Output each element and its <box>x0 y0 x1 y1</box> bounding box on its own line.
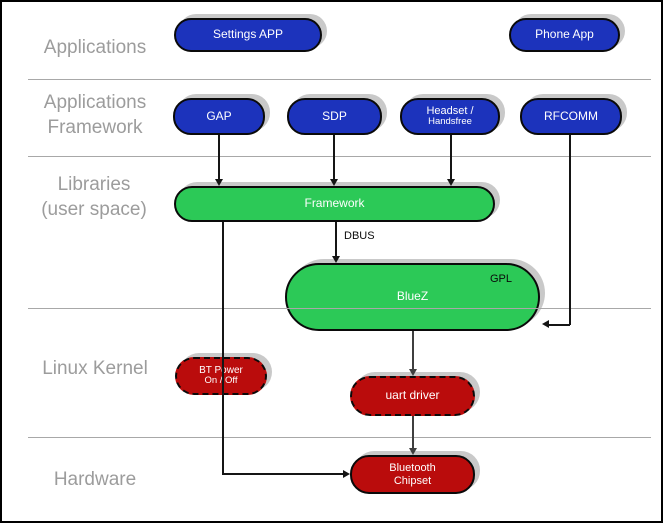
node-bt-power-on-off: BT Power On / Off <box>175 357 267 395</box>
node-rfcomm: RFCOMM <box>520 98 622 135</box>
node-label: GAP <box>206 108 232 123</box>
arrowhead-left-icon <box>542 320 549 328</box>
arrowhead-down-icon <box>332 256 340 263</box>
layer-label-hardware: Hardware <box>16 467 174 492</box>
node-gap: GAP <box>173 98 265 135</box>
node-framework: Framework <box>174 186 495 222</box>
layer-label-line: Hardware <box>53 469 137 490</box>
node-label: BlueZ <box>396 289 429 304</box>
layer-divider <box>28 156 651 157</box>
node-headset-handsfree: Headset / Handsfree <box>400 98 500 135</box>
dbus-edge-label: DBUS <box>344 230 375 242</box>
layer-label-line: Libraries <box>57 174 131 195</box>
node-bluez: GPL BlueZ <box>285 263 540 331</box>
layer-divider <box>28 437 651 438</box>
node-label: RFCOMM <box>544 108 598 123</box>
node-label: Settings APP <box>212 27 284 42</box>
layer-label-linux-kernel: Linux Kernel <box>16 356 174 381</box>
node-label: Chipset <box>393 474 432 487</box>
node-bluetooth-chipset: Bluetooth Chipset <box>350 455 475 494</box>
layer-label-line: Linux Kernel <box>42 358 148 379</box>
node-label: Phone App <box>535 27 594 42</box>
layer-label-applications-framework: Applications Framework <box>16 90 174 140</box>
edge-rfcomm-to-bluez <box>549 324 570 326</box>
node-label: BT Power <box>199 364 243 376</box>
edge-rfcomm-to-bluez <box>569 135 571 325</box>
arrowhead-right-icon <box>343 470 350 478</box>
node-settings-app: Settings APP <box>174 18 322 52</box>
arrowhead-down-icon <box>330 179 338 186</box>
layer-label-line: (user space) <box>41 199 147 220</box>
node-phone-app: Phone App <box>509 18 620 52</box>
arrowhead-down-icon <box>409 448 417 455</box>
node-label: Bluetooth <box>389 461 436 474</box>
node-label: Framework <box>304 196 365 211</box>
edge-sdp-to-framework <box>333 135 335 181</box>
edge-uart-driver-to-chipset <box>412 416 414 450</box>
node-label: Handsfree <box>428 116 472 128</box>
edge-framework-to-chipset <box>222 222 224 475</box>
layer-label-applications: Applications <box>16 35 174 60</box>
edge-bluez-to-uart-driver <box>412 331 414 371</box>
node-label: Headset / <box>426 104 474 117</box>
arrowhead-down-icon <box>409 369 417 376</box>
arrowhead-down-icon <box>215 179 223 186</box>
edge-headset-to-framework <box>450 135 452 181</box>
layer-divider <box>28 79 651 80</box>
layer-label-libraries-user-space: Libraries (user space) <box>10 172 178 222</box>
edge-gap-to-framework <box>218 135 220 181</box>
layer-label-line: Applications <box>43 37 147 58</box>
node-label: SDP <box>322 108 347 123</box>
layer-label-line: Framework <box>47 117 143 138</box>
node-uart-driver: uart driver <box>350 376 475 416</box>
layer-label-line: Applications <box>43 92 147 113</box>
node-sdp: SDP <box>287 98 382 135</box>
edge-framework-to-bluez-dbus <box>335 222 337 258</box>
edge-framework-to-chipset <box>222 473 344 475</box>
node-label: uart driver <box>385 388 440 403</box>
arrowhead-down-icon <box>447 179 455 186</box>
gpl-license-badge: GPL <box>489 273 512 285</box>
layer-divider <box>28 308 651 309</box>
node-label: On / Off <box>204 375 238 387</box>
